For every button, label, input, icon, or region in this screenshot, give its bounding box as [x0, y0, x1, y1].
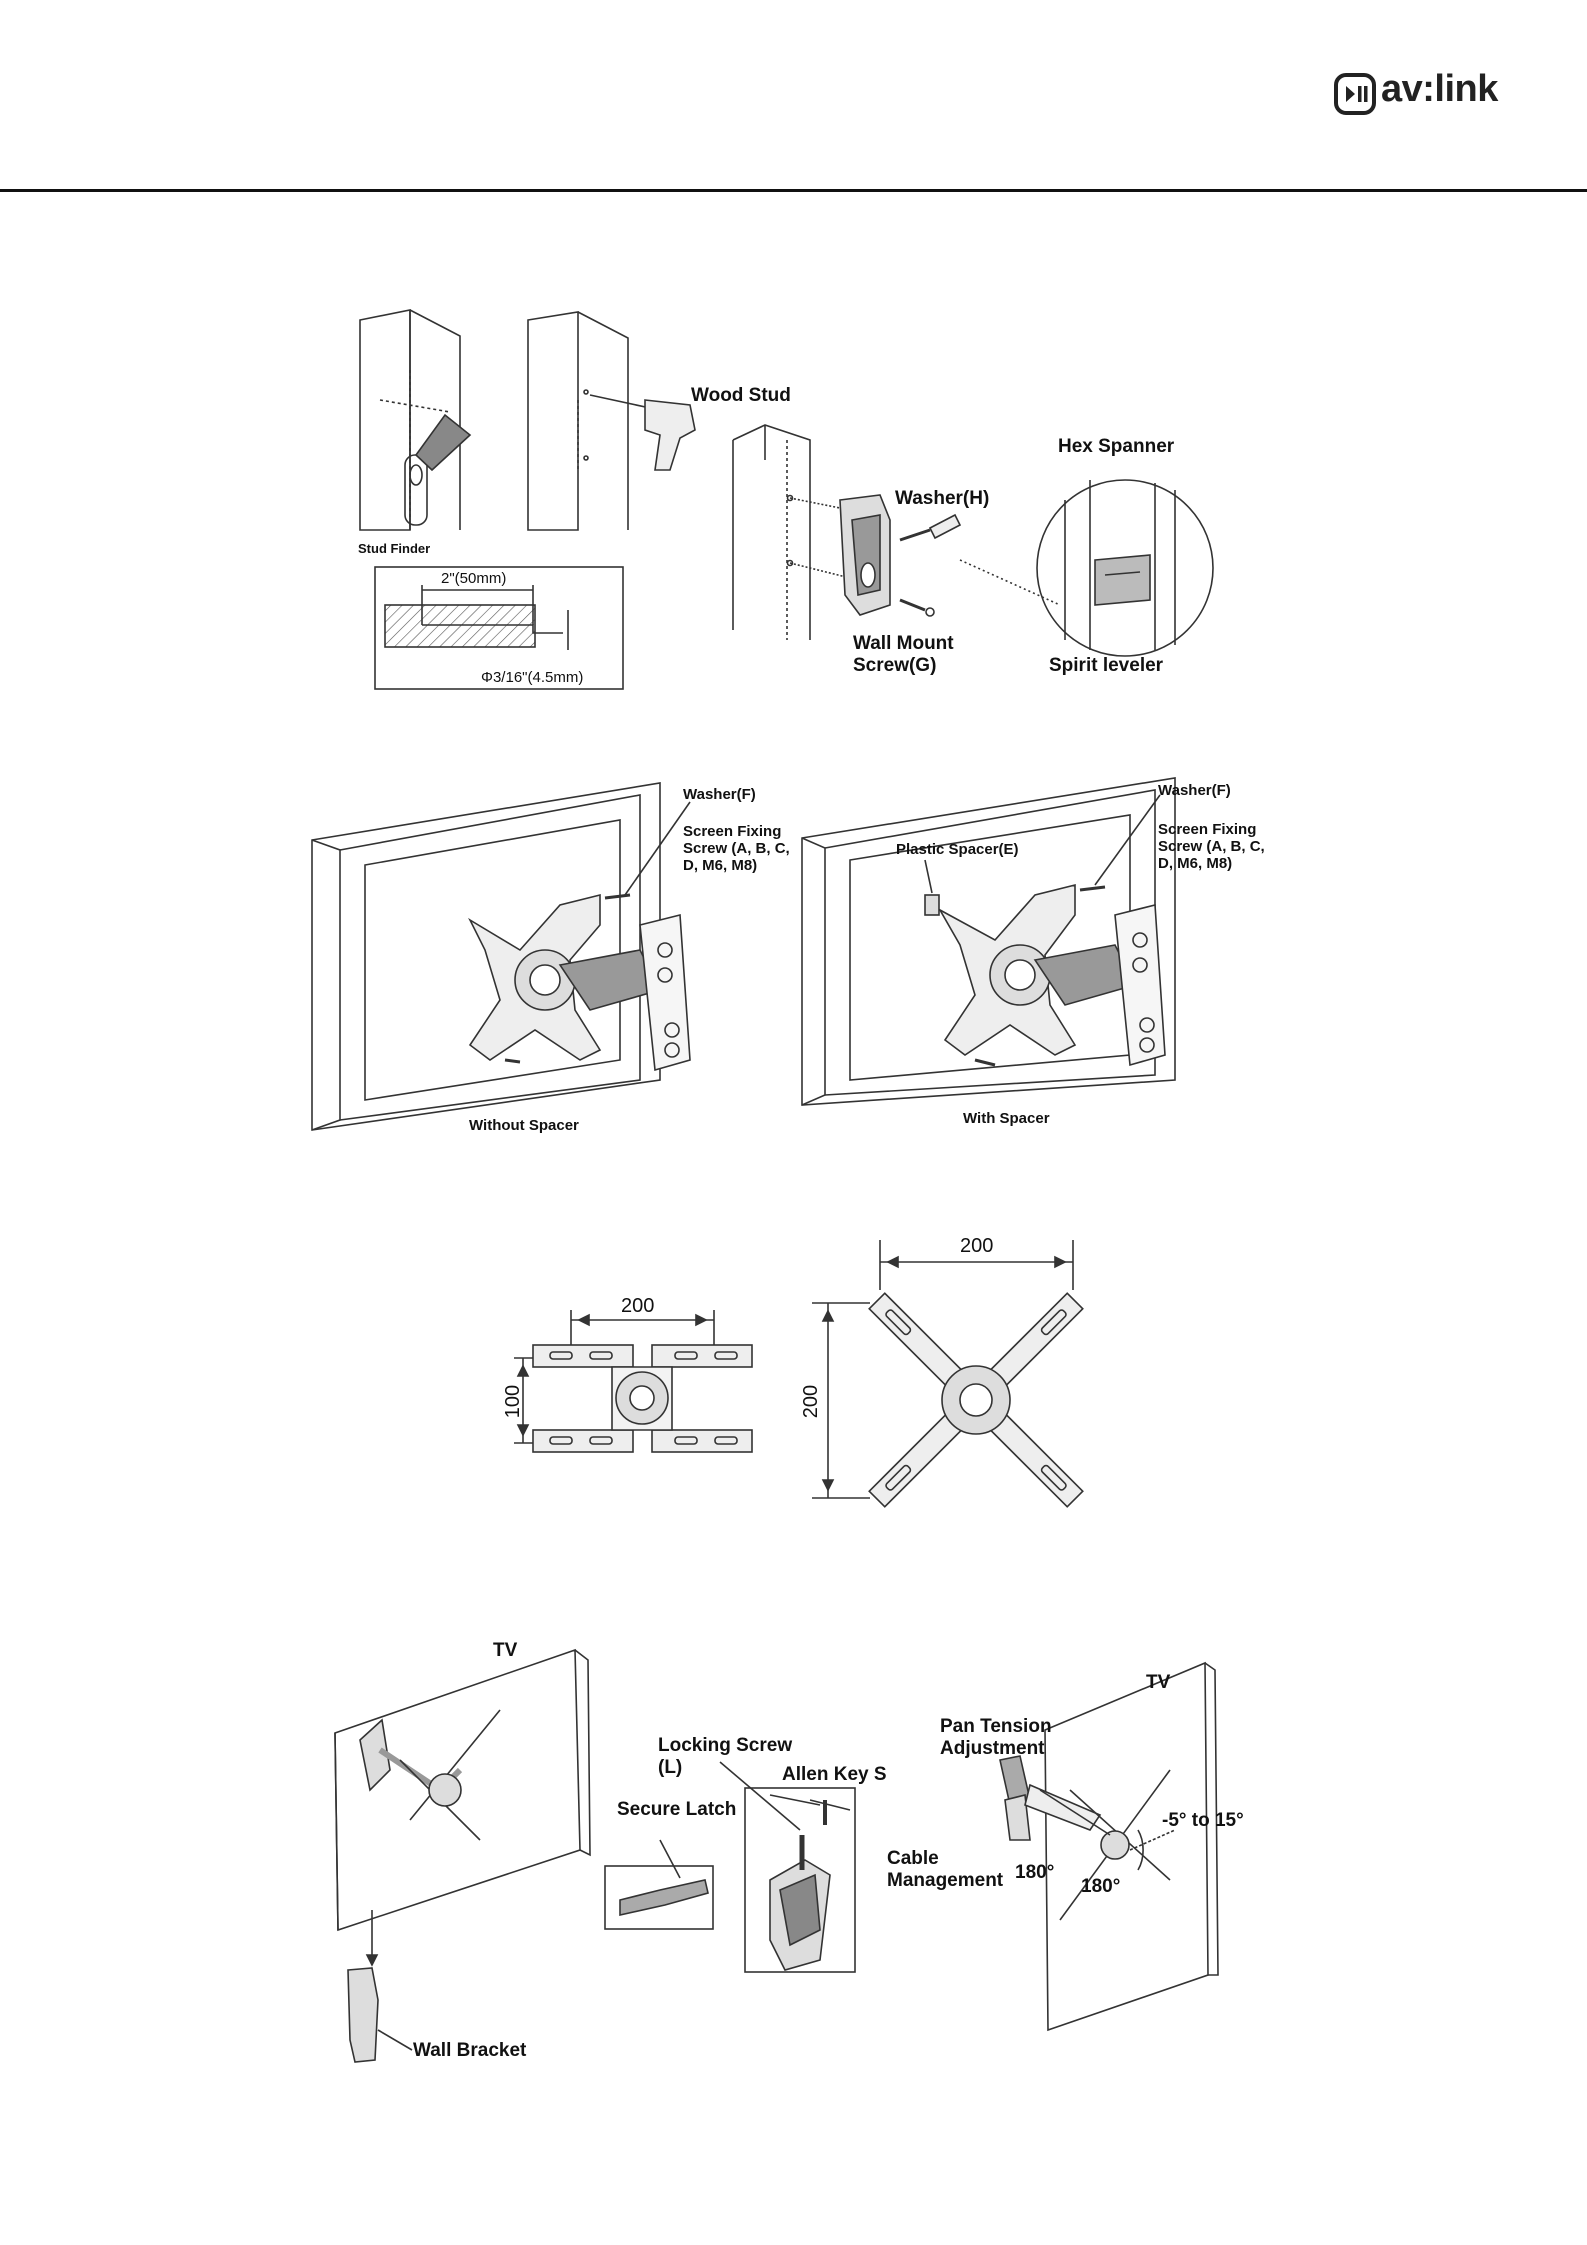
header-rule	[0, 189, 1587, 192]
label-washer-h: Washer(H)	[895, 488, 990, 509]
label-tilt-range: -5° to 15°	[1162, 1810, 1244, 1831]
label-drill-width: 2"(50mm)	[441, 570, 507, 587]
label-hex-spanner: Hex Spanner	[1058, 436, 1175, 457]
label-spirit-leveler: Spirit leveler	[1049, 655, 1164, 676]
label-allen-key: Allen Key S	[782, 1764, 887, 1785]
label-stud-finder: Stud Finder	[358, 541, 431, 556]
label-locking-screw-2: (L)	[658, 1757, 683, 1778]
label-tv-right: TV	[1146, 1672, 1171, 1693]
label-right-screen-fixing-3: D, M6, M8)	[1158, 855, 1233, 872]
label-wall-mount-screw-1: Wall Mount	[853, 633, 954, 654]
label-wood-stud: Wood Stud	[691, 385, 791, 406]
logo-text: av:link	[1381, 68, 1498, 110]
step1-illustration	[359, 309, 1214, 690]
label-right-screen-fixing-2: Screw (A, B, C,	[1158, 838, 1265, 855]
label-left-screen-fixing-2: Screw (A, B, C,	[683, 840, 790, 857]
label-without-spacer: Without Spacer	[469, 1117, 579, 1134]
label-cable-management-1: Cable	[887, 1848, 939, 1869]
play-pause-icon	[1334, 73, 1376, 115]
label-with-spacer: With Spacer	[963, 1110, 1050, 1127]
label-left-screen-fixing-3: D, M6, M8)	[683, 857, 758, 874]
label-right-washer-f: Washer(F)	[1158, 782, 1231, 799]
label-cable-management-2: Management	[887, 1870, 1004, 1891]
brand-logo: av:link	[1333, 68, 1508, 116]
label-tv-left: TV	[493, 1640, 518, 1661]
step3-illustration	[514, 1240, 1084, 1508]
label-wall-mount-screw-2: Screw(G)	[853, 655, 937, 676]
step4-illustration	[334, 1648, 1219, 2063]
label-drill-diameter: Φ3/16"(4.5mm)	[481, 669, 584, 686]
label-swivel-b: 180°	[1081, 1876, 1121, 1897]
label-x-bracket-width: 200	[960, 1235, 994, 1257]
label-swivel-a: 180°	[1015, 1862, 1055, 1883]
label-h-bracket-width: 200	[621, 1295, 655, 1317]
label-right-screen-fixing-1: Screen Fixing	[1158, 821, 1257, 838]
label-left-washer-f: Washer(F)	[683, 786, 756, 803]
label-plastic-spacer: Plastic Spacer(E)	[896, 841, 1019, 858]
step2-illustration	[311, 777, 1176, 1131]
label-secure-latch: Secure Latch	[617, 1799, 737, 1820]
label-wall-bracket: Wall Bracket	[413, 2040, 527, 2061]
label-locking-screw-1: Locking Screw	[658, 1735, 793, 1756]
label-pan-tension-1: Pan Tension	[940, 1716, 1052, 1737]
label-left-screen-fixing-1: Screen Fixing	[683, 823, 782, 840]
label-pan-tension-2: Adjustment	[940, 1738, 1045, 1759]
